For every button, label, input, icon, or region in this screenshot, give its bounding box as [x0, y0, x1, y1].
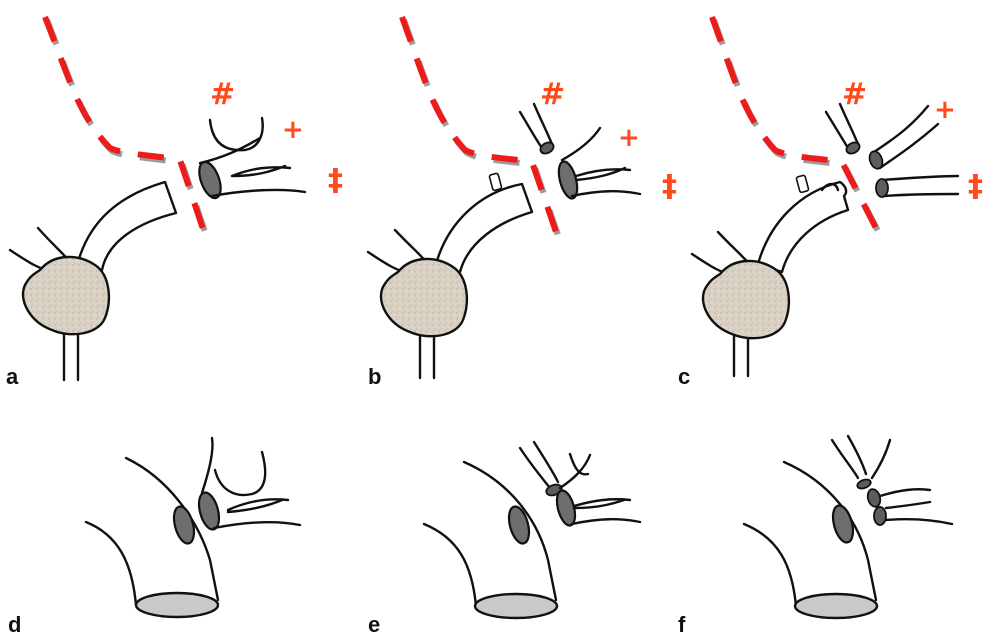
tissue-mass — [23, 257, 109, 334]
panel-label-e: e — [368, 612, 380, 637]
divided-vessel — [832, 436, 866, 478]
panel-label-a: a — [6, 364, 19, 389]
panel-label-c: c — [678, 364, 690, 389]
branch-line — [200, 138, 260, 163]
divided-branch — [882, 176, 958, 196]
branch-lumen — [876, 179, 888, 197]
panel-c: # + ‡ c — [678, 17, 983, 389]
stump-lumen — [829, 503, 856, 544]
marker-hash: # — [210, 77, 235, 112]
bronchus-stump — [78, 182, 176, 270]
branch-line — [214, 522, 300, 528]
branch-loop — [210, 118, 263, 150]
marker-hash: # — [842, 77, 867, 112]
distal-lumen — [195, 490, 222, 531]
branch-fork — [228, 499, 288, 512]
branch-loop — [560, 454, 590, 488]
resection-line — [712, 17, 878, 232]
branch-fork — [576, 168, 630, 180]
panel-f: f — [678, 436, 952, 637]
marker-double-dagger: ‡ — [968, 169, 983, 204]
bronchus-stump — [758, 182, 848, 272]
marker-hash: # — [540, 77, 565, 112]
branch-loop — [215, 452, 265, 495]
branch-line — [872, 440, 890, 478]
staple-cap — [489, 173, 502, 191]
tube-inner-line — [744, 524, 796, 606]
marker-double-dagger: ‡ — [328, 163, 343, 198]
tube-opening — [136, 593, 218, 617]
branch-fork — [574, 499, 630, 508]
stump-lumen — [505, 504, 532, 545]
staple-cap — [796, 175, 809, 193]
resection-line — [402, 17, 556, 232]
branch-line — [562, 128, 600, 160]
panel-b: # + ‡ b — [368, 17, 677, 389]
vessel-lumen — [856, 478, 872, 490]
marker-plus: + — [618, 123, 640, 153]
marker-plus: + — [282, 115, 304, 145]
tube-opening — [475, 594, 557, 618]
branch-fork — [232, 166, 290, 176]
branch-lumen — [874, 507, 886, 525]
tissue-mass — [381, 259, 467, 336]
stump-lumen — [170, 504, 197, 545]
panel-label-f: f — [678, 612, 686, 637]
divided-branch — [874, 106, 938, 168]
marker-plus: + — [934, 95, 956, 125]
panel-a: # + ‡ a — [6, 17, 343, 389]
branch-fork — [880, 489, 930, 508]
panel-e: e — [368, 442, 640, 637]
branch-line — [212, 190, 305, 196]
tube-outer-line — [126, 458, 218, 600]
branch-line — [202, 438, 213, 493]
panel-label-b: b — [368, 364, 381, 389]
tube-opening — [795, 594, 877, 618]
vessel-lumen — [844, 140, 861, 156]
branch-lumen — [866, 488, 882, 508]
bronchus-stump — [436, 184, 532, 272]
tube-outer-line — [464, 462, 556, 600]
tissue-mass — [703, 261, 789, 338]
panel-label-d: d — [8, 612, 21, 637]
branch-line — [886, 519, 952, 524]
branch-line — [572, 191, 640, 196]
branch-line — [572, 519, 640, 524]
divided-vessel — [520, 442, 558, 488]
tube-inner-line — [86, 522, 136, 605]
vessel-lumen — [538, 140, 555, 156]
marker-double-dagger: ‡ — [662, 169, 677, 204]
panel-d: d — [8, 438, 300, 637]
tube-inner-line — [424, 524, 476, 606]
